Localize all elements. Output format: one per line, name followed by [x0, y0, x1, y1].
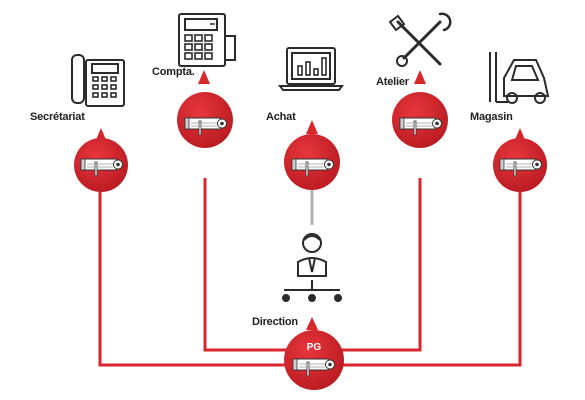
- line-compta: [203, 178, 295, 352]
- manager-icon: [284, 233, 340, 291]
- calculator-icon: [178, 13, 236, 67]
- label-secretariat: Secrétariat: [30, 111, 85, 123]
- label-achat: Achat: [266, 111, 296, 123]
- laptop-chart-icon: [278, 47, 344, 91]
- node-atelier: [388, 12, 452, 148]
- pointer-arrow: [306, 317, 318, 330]
- pointer-arrow: [414, 70, 426, 84]
- node-compta: [177, 13, 236, 148]
- line-magasin: [312, 192, 522, 367]
- forklift-icon: [489, 52, 550, 104]
- label-atelier: Atelier: [376, 76, 409, 88]
- pointer-arrow: [198, 70, 210, 84]
- node-magasin: [489, 52, 550, 192]
- line-secretariat: [98, 192, 312, 367]
- master-key-label: PG: [307, 342, 322, 353]
- label-magasin: Magasin: [470, 111, 513, 123]
- node-direction: PG: [282, 233, 344, 390]
- telephone-icon: [71, 54, 125, 107]
- org-nodes: [282, 294, 342, 302]
- tools-icon: [388, 12, 452, 67]
- pointer-arrow: [306, 120, 318, 134]
- label-direction: Direction: [252, 316, 298, 328]
- node-secretariat: [71, 54, 128, 192]
- line-atelier: [330, 178, 422, 352]
- node-achat: [278, 47, 344, 190]
- label-compta: Compta.: [152, 66, 195, 78]
- connection-lines: [98, 178, 522, 367]
